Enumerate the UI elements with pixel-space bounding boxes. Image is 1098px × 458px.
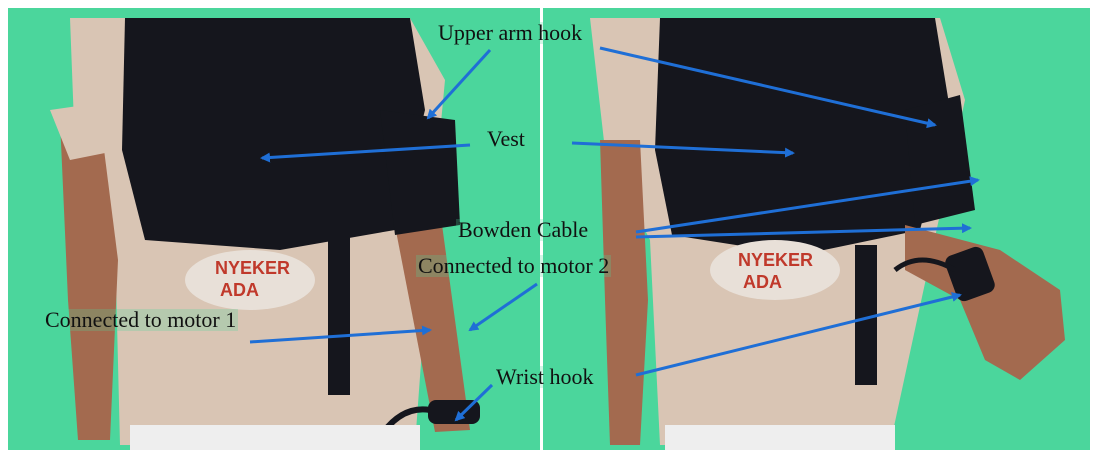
svg-text:NYEKER: NYEKER [738, 250, 813, 270]
arrow-wrist-left [454, 383, 494, 422]
arrow-vest-left [260, 143, 471, 163]
connected-to-motor-1-label: Connected to motor 1 [43, 307, 239, 332]
arrow-bowden-upper [635, 176, 980, 234]
arrow-bowden-lower [635, 223, 972, 239]
right-photo-panel: NYEKER ADA [543, 8, 1090, 450]
arrow-motor-2 [468, 282, 538, 332]
annotation-arrows [249, 46, 980, 422]
svg-text:NYEKER: NYEKER [215, 258, 290, 278]
wrist-hook-label: Wrist hook [494, 364, 596, 389]
arrow-upper-arm-right [599, 46, 937, 129]
svg-text:ADA: ADA [743, 272, 782, 292]
arrow-vest-right [571, 141, 795, 158]
upper-arm-hook-label: Upper arm hook [436, 20, 585, 45]
vest-label: Vest [485, 126, 527, 151]
arrow-wrist-right [635, 292, 962, 377]
svg-text:ADA: ADA [220, 280, 259, 300]
arrow-motor-1 [249, 325, 432, 344]
left-photo-panel: NYEKER ADA [8, 8, 540, 450]
connected-to-motor-2-label: Connected to motor 2 [416, 253, 612, 278]
bowden-cable-label: Bowden Cable [456, 217, 591, 242]
arrow-upper-arm-left [426, 48, 492, 120]
